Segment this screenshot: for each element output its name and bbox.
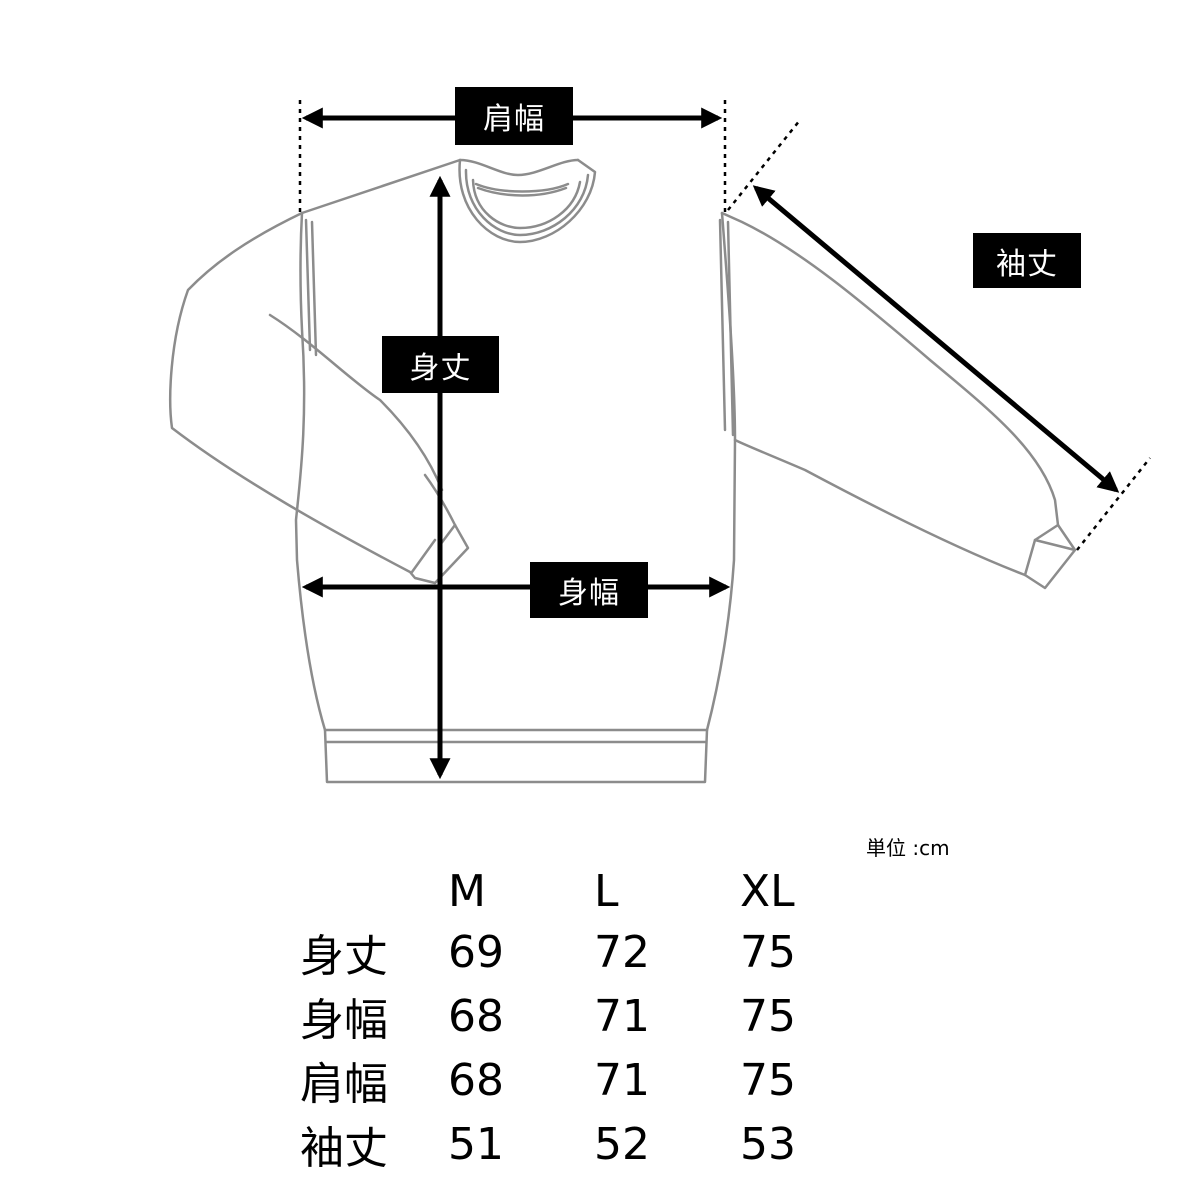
row-label: 肩幅 <box>300 1059 388 1110</box>
table-cell: 52 <box>594 1118 650 1170</box>
guide-lines <box>298 100 1151 551</box>
table-cell: 71 <box>594 990 650 1042</box>
sweatshirt-diagram <box>169 100 1151 784</box>
table-cell: 69 <box>448 926 504 978</box>
table-row: 身丈 69 72 75 <box>300 920 880 984</box>
table-cell: 68 <box>448 1054 504 1106</box>
table-cell: 75 <box>740 926 796 978</box>
garment-outline <box>169 158 1077 784</box>
table-cell: 51 <box>448 1118 504 1170</box>
column-header: XL <box>740 865 795 917</box>
table-cell: 75 <box>740 990 796 1042</box>
row-label: 身幅 <box>300 995 388 1046</box>
row-label: 袖丈 <box>300 1123 388 1174</box>
table-row: 袖丈 51 52 53 <box>300 1112 880 1176</box>
table-header-row: M L XL <box>300 862 880 920</box>
body-width-label: 身幅 <box>530 562 648 618</box>
column-header: L <box>594 865 619 917</box>
row-label: 身丈 <box>300 931 388 982</box>
column-header: M <box>448 865 486 917</box>
table-cell: 72 <box>594 926 650 978</box>
table-cell: 71 <box>594 1054 650 1106</box>
table-cell: 53 <box>740 1118 796 1170</box>
table-corner <box>300 862 448 920</box>
shoulder-width-label: 肩幅 <box>455 87 573 145</box>
measurement-arrows <box>301 107 1120 780</box>
size-table: M L XL 身丈 69 72 75 身幅 68 71 75 肩幅 68 71 … <box>300 862 880 1176</box>
table-cell: 75 <box>740 1054 796 1106</box>
table-row: 肩幅 68 71 75 <box>300 1048 880 1112</box>
table-cell: 68 <box>448 990 504 1042</box>
unit-label: 単位 :cm <box>866 836 950 860</box>
body-length-label: 身丈 <box>382 336 499 393</box>
sleeve-arrow <box>752 185 1120 493</box>
sleeve-length-label: 袖丈 <box>973 233 1081 288</box>
table-row: 身幅 68 71 75 <box>300 984 880 1048</box>
